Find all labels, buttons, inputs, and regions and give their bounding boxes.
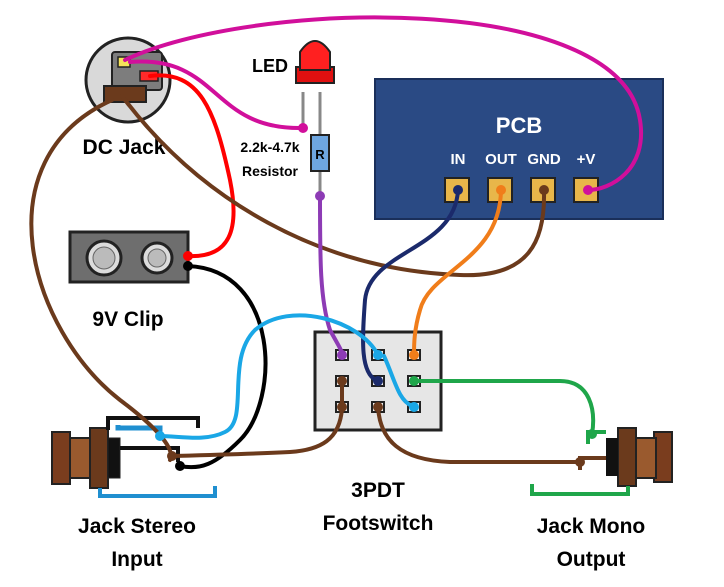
pcb-pad-label-in: IN	[451, 151, 466, 168]
resistor-mark: R	[315, 147, 325, 162]
pcb-pad-label-gnd: GND	[527, 151, 561, 168]
resistor-label-line1: 2.2k-4.7k	[240, 139, 299, 155]
wire-dc-ground-to-gnd	[120, 94, 547, 278]
wire-switch-to-input-tip	[158, 313, 380, 440]
wire-dc-to-clip-red	[148, 73, 236, 259]
wire-clip-to-input-ring	[178, 264, 268, 470]
dc-jack-label: DC Jack	[83, 136, 166, 159]
wire-switch-jumper	[382, 354, 414, 408]
wire-switch-to-output-sleeve	[376, 405, 582, 464]
led-label: LED	[252, 56, 288, 76]
footswitch-label-line1: 3PDT	[351, 479, 405, 502]
wire-dc-to-led	[128, 59, 305, 131]
pcb-pad-label-v: +V	[577, 151, 596, 168]
dc-jack: DC Jack	[83, 36, 172, 159]
wire-pcb-in-to-switch	[361, 188, 460, 383]
pcb-pad-label-out: OUT	[485, 151, 517, 168]
input-jack-label-line1: Jack Stereo	[78, 515, 196, 538]
output-jack-label-line2: Output	[557, 548, 626, 571]
battery-clip: 9V Clip	[68, 230, 190, 331]
led: LED	[252, 40, 335, 135]
resistor: R 2.2k-4.7k Resistor	[240, 134, 330, 196]
input-jack-label-line2: Input	[111, 548, 162, 571]
wire-switch-to-output	[412, 379, 596, 436]
mono-output-jack: Jack Mono Output	[530, 427, 673, 571]
stereo-input-jack: Jack Stereo Input	[51, 416, 217, 571]
pcb-title: PCB	[496, 113, 542, 138]
wire-resistor-to-switch	[318, 194, 344, 357]
wire-switch-to-input-sleeve	[170, 379, 344, 458]
pcb-board: PCB IN OUT GND +V	[374, 78, 664, 220]
footswitch-label-line2: Footswitch	[323, 512, 434, 535]
battery-clip-label: 9V Clip	[92, 308, 163, 331]
output-jack-label-line1: Jack Mono	[537, 515, 646, 538]
wire-pcb-out-to-switch	[412, 188, 503, 357]
wire-endpoints	[155, 123, 597, 471]
resistor-label-line2: Resistor	[242, 163, 299, 179]
wire-dc-to-pcb-v	[123, 15, 644, 192]
